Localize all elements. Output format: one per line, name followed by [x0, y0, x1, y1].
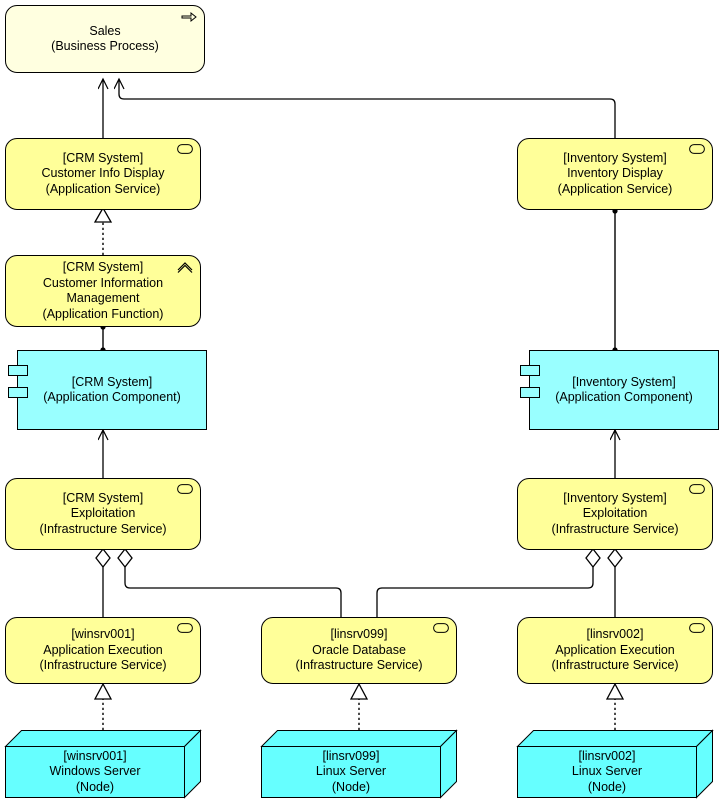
node-front-face: [linsrv099] Linux Server (Node) [261, 746, 441, 798]
relation-aggregation-crm-exploitation-to-linsrv099-db [117, 547, 342, 617]
element-line-1: [CRM System] [62, 150, 144, 165]
element-line-3: (Node) [587, 779, 627, 794]
arrow-right-icon [181, 11, 197, 23]
element-line-3: Management [66, 291, 140, 305]
inventory-exploitation-infrastructure-service[interactable]: [Inventory System] Exploitation (Infrast… [517, 478, 713, 550]
element-line-1: [linsrv002] [578, 748, 636, 763]
element-line-2: Linux Server [571, 764, 643, 779]
element-line-1: [winsrv001] [71, 627, 135, 642]
rounded-pill-icon [177, 144, 193, 156]
sales-business-process[interactable]: Sales (Business Process) [5, 5, 205, 73]
element-line-2: Windows Server [49, 764, 141, 779]
element-line-1: [winsrv001] [63, 748, 127, 763]
inventory-display[interactable]: [Inventory System] Inventory Display (Ap… [517, 138, 713, 210]
element-line-2: Application Execution [555, 642, 675, 657]
component-tab-lower-icon [520, 387, 540, 398]
element-line-1: [linsrv002] [586, 627, 644, 642]
winsrv001-application-execution[interactable]: [winsrv001] Application Execution (Infra… [5, 617, 201, 684]
node-front-face: [winsrv001] Windows Server (Node) [5, 746, 185, 798]
relation-aggregation-inventory-exploitation-to-linsrv002-exec [607, 547, 623, 617]
element-line-2: Customer Information [42, 275, 164, 290]
linsrv002-linux-server-node[interactable]: [linsrv002] Linux Server (Node) [516, 729, 714, 799]
crm-application-component[interactable]: [CRM System] (Application Component) [8, 350, 207, 430]
element-line-3: (Infrastructure Service) [295, 658, 423, 673]
crm-exploitation-infrastructure-service[interactable]: [CRM System] Exploitation (Infrastructur… [5, 478, 201, 550]
element-line-2: Inventory Display [567, 166, 663, 181]
relation-realization-winsrv001-node-to-exec [93, 682, 113, 730]
element-line-3: (Infrastructure Service) [39, 521, 167, 536]
element-line-3: (Application Service) [557, 181, 673, 196]
element-line-3: (Infrastructure Service) [551, 521, 679, 536]
element-line-2: Application Execution [43, 642, 163, 657]
element-line-1: [CRM System] [62, 260, 144, 274]
element-line-1: Sales [89, 23, 121, 38]
chevron-up-icon [177, 261, 193, 273]
element-line-2: Linux Server [315, 764, 387, 779]
element-line-3: (Node) [331, 779, 371, 794]
element-line-2: Exploitation [70, 506, 136, 521]
linsrv002-application-execution[interactable]: [linsrv002] Application Execution (Infra… [517, 617, 713, 684]
inventory-application-component[interactable]: [Inventory System] (Application Componen… [520, 350, 719, 430]
relation-serving-inventory-display-to-sales [119, 79, 616, 138]
winsrv001-windows-server-node[interactable]: [winsrv001] Windows Server (Node) [4, 729, 202, 799]
element-line-3: (Node) [75, 779, 115, 794]
element-line-3: (Application Service) [45, 181, 161, 196]
rounded-pill-icon [177, 623, 193, 635]
component-tab-lower-icon [8, 387, 28, 398]
rounded-pill-icon [433, 623, 449, 635]
crm-customer-info-display[interactable]: [CRM System] Customer Info Display (Appl… [5, 138, 201, 210]
element-line-2: (Application Component) [555, 390, 693, 404]
rounded-pill-icon [689, 484, 705, 496]
relation-realization-linsrv099-node-to-db [349, 682, 369, 730]
component-tab-upper-icon [8, 365, 28, 376]
rounded-pill-icon [689, 144, 705, 156]
rounded-pill-icon [177, 484, 193, 496]
element-line-4: (Application Function) [42, 306, 164, 321]
node-front-face: [linsrv002] Linux Server (Node) [517, 746, 697, 798]
element-line-1: [Inventory System] [572, 374, 676, 389]
relation-aggregation-crm-exploitation-to-winsrv001-exec [95, 547, 111, 617]
relation-aggregation-inventory-exploitation-to-linsrv099-db [376, 547, 601, 617]
element-line-1: [CRM System] [71, 374, 153, 389]
component-tab-upper-icon [520, 365, 540, 376]
element-line-2: (Business Process) [51, 39, 159, 53]
element-line-3: (Infrastructure Service) [39, 658, 167, 673]
element-line-1: [linsrv099] [330, 627, 388, 642]
element-line-2: Oracle Database [312, 642, 406, 657]
element-line-1: [Inventory System] [563, 150, 667, 165]
rounded-pill-icon [689, 623, 705, 635]
linsrv099-linux-server-node[interactable]: [linsrv099] Linux Server (Node) [260, 729, 458, 799]
relation-realization-linsrv002-node-to-exec [605, 682, 625, 730]
element-line-2: Exploitation [582, 506, 648, 521]
element-line-1: [linsrv099] [322, 748, 380, 763]
relation-realization-crm-function-to-crm-display [93, 206, 113, 255]
linsrv099-oracle-database[interactable]: [linsrv099] Oracle Database (Infrastruct… [261, 617, 457, 684]
element-line-1: [CRM System] [62, 490, 144, 505]
element-line-3: (Infrastructure Service) [551, 658, 679, 673]
node-3d-icon [516, 729, 714, 799]
element-line-2: (Application Component) [43, 390, 181, 404]
element-line-2: Customer Info Display [41, 166, 165, 181]
element-line-1: [Inventory System] [563, 490, 667, 505]
crm-customer-information-management[interactable]: [CRM System] Customer Information Manage… [5, 255, 201, 327]
